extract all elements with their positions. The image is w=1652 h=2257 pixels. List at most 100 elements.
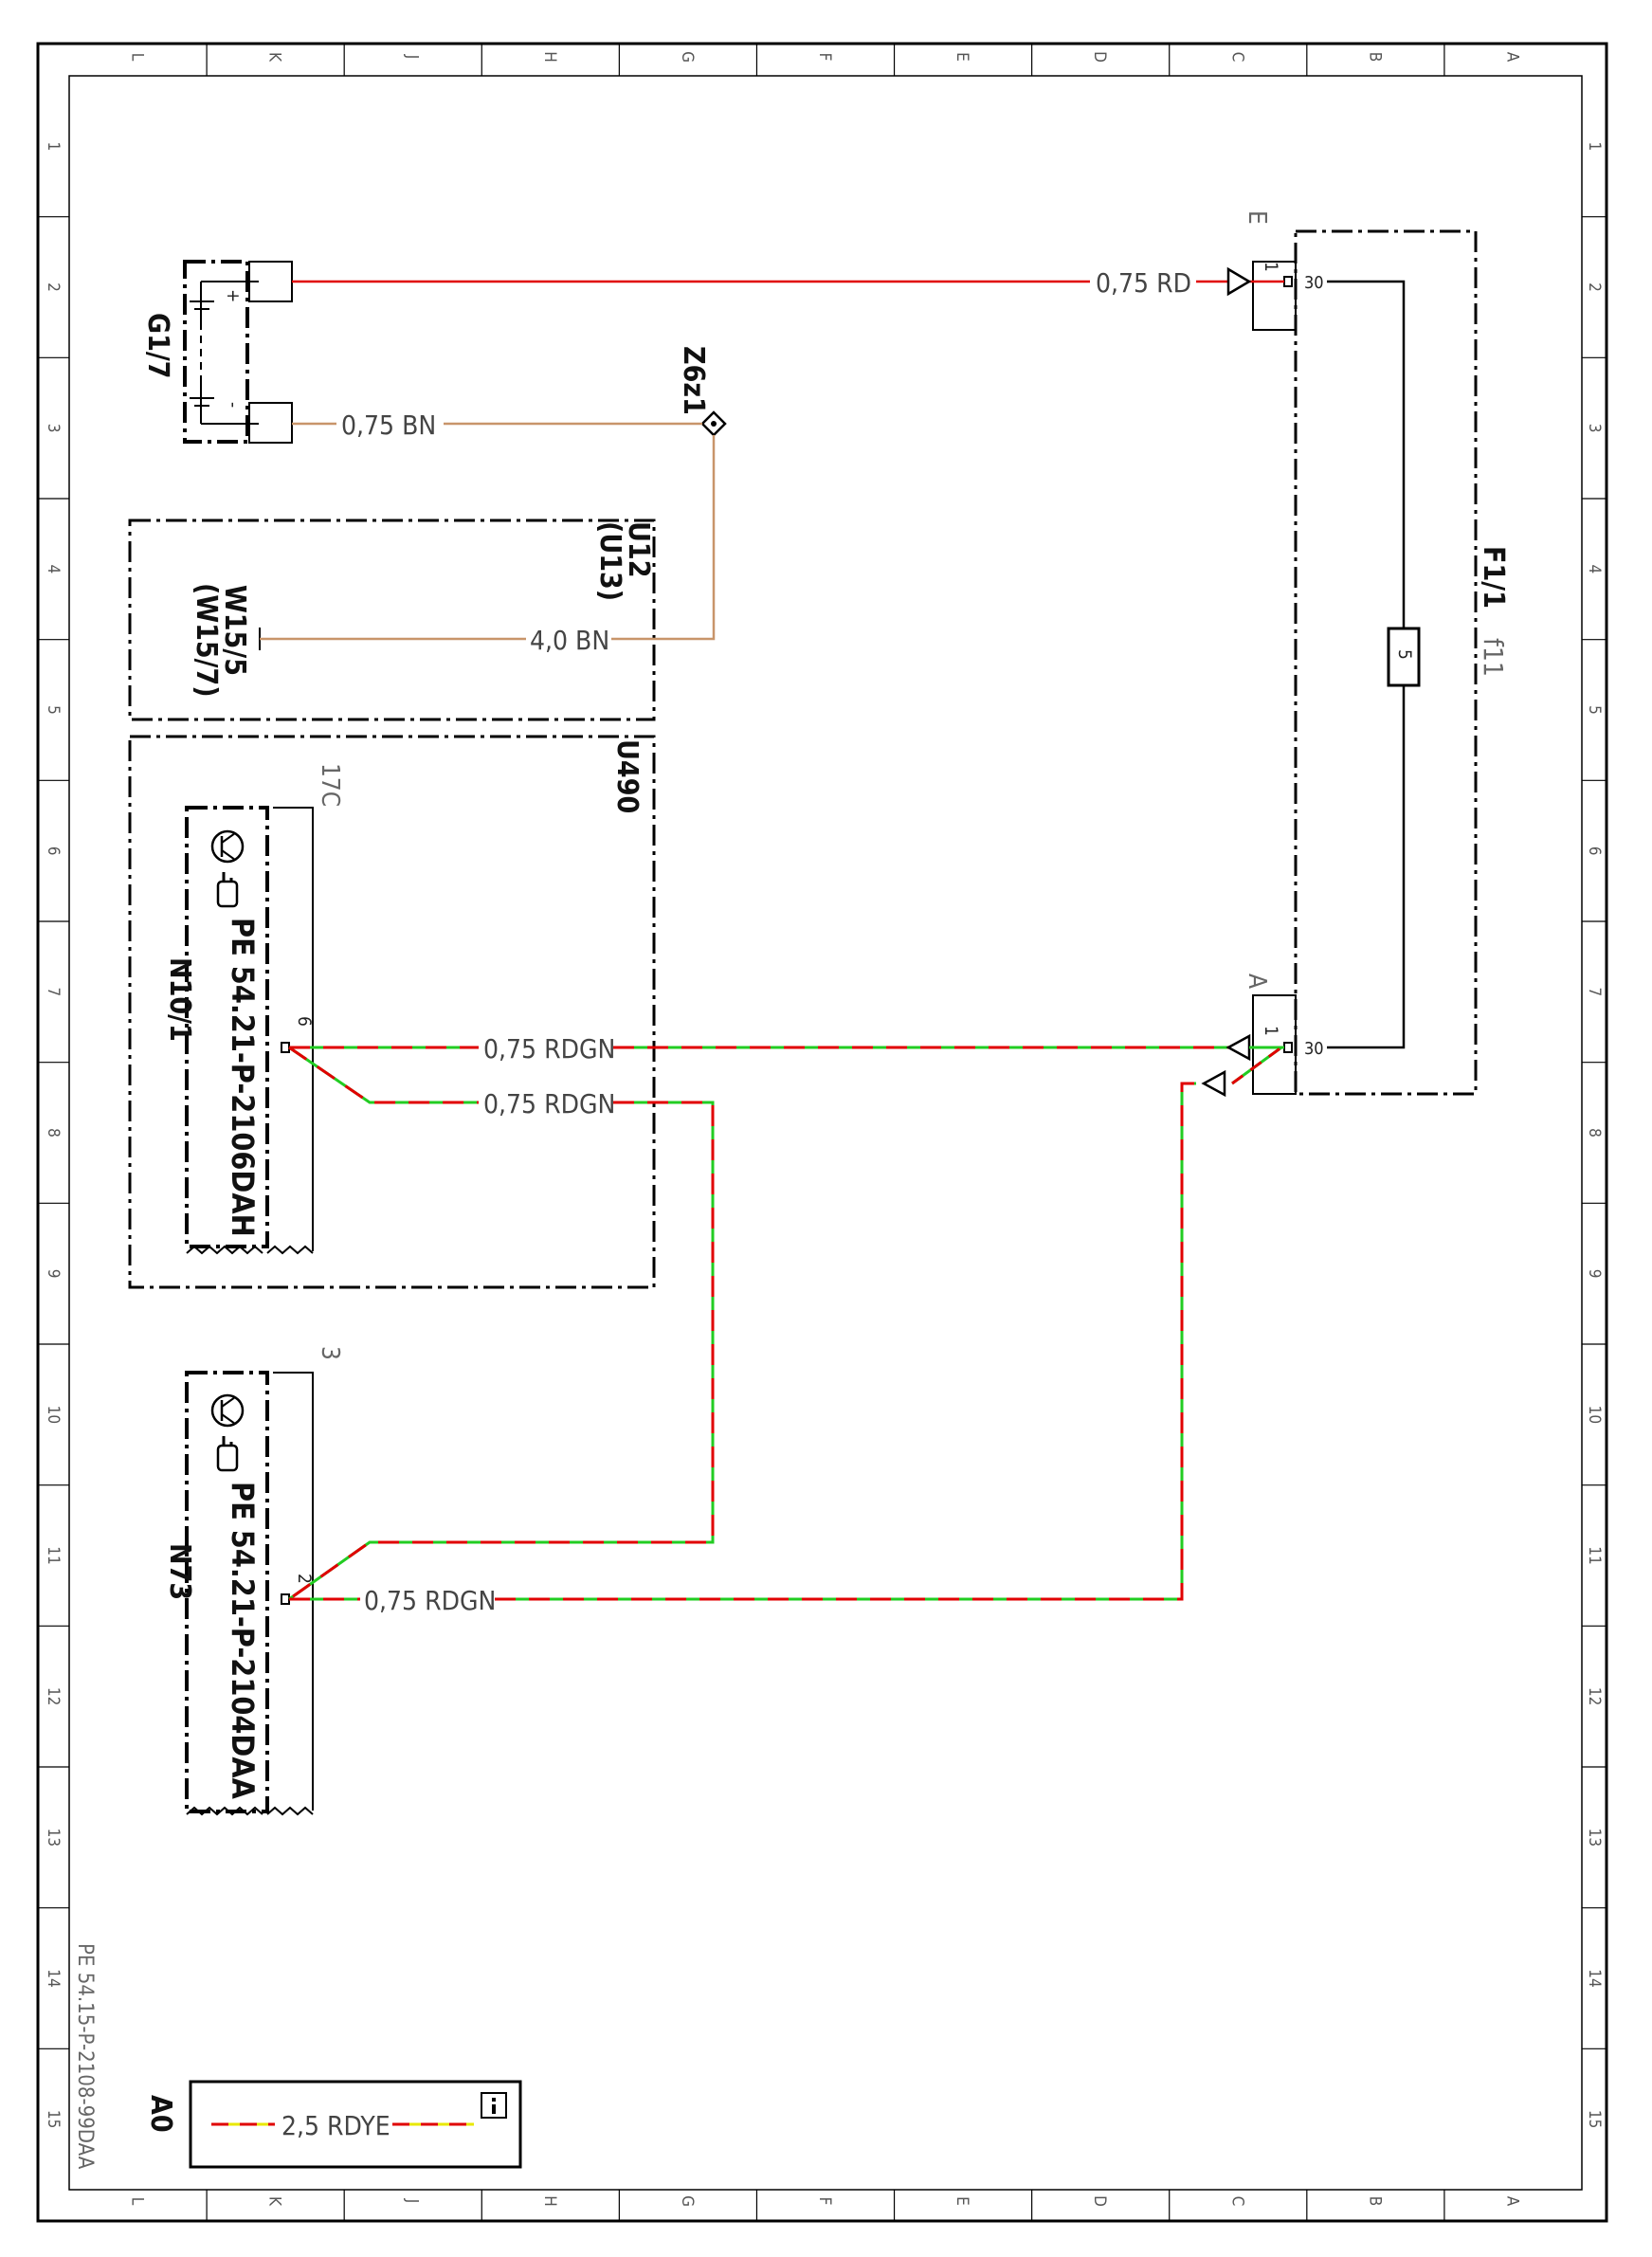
grid-label: 15 (1585, 2110, 1604, 2128)
legend-a0[interactable]: A0 2,5 RDYE (144, 2080, 522, 2169)
n10-box (185, 806, 269, 1248)
wire-rdgn-3-label: 0,75 RDGN (364, 1585, 496, 1616)
grid-label: C (1227, 52, 1246, 63)
wire-rdgn-3-arrow (1201, 1069, 1226, 1098)
wire-rdgn-2-label: 0,75 RDGN (483, 1088, 615, 1119)
grid-label: 9 (44, 1269, 63, 1279)
grid-label: K (265, 2196, 284, 2207)
grid-label: 14 (44, 1969, 63, 1987)
module-u490[interactable]: U490 (128, 735, 656, 1289)
module-u490-label: U490 (610, 739, 644, 813)
grid-label: 6 (1585, 846, 1604, 856)
battery-minus-sign: - (223, 402, 244, 408)
n10-label: N10/1 (163, 957, 196, 1042)
grid-lines (38, 44, 1607, 2221)
grid-label: 7 (44, 987, 63, 996)
battery-box (183, 260, 249, 444)
fuse-pin-bottom-mark (1283, 1042, 1293, 1053)
grid-label: 2 (1585, 282, 1604, 292)
grid-label: 1 (44, 141, 63, 151)
grid-label: 9 (1585, 1269, 1604, 1279)
n73-plug-label: 3 (316, 1346, 344, 1360)
control-unit-n10-1[interactable]: 17C PE 54.21-P-2106DAH N10/1 6 (163, 763, 344, 1255)
battery-plus-sign: + (223, 289, 244, 302)
battery-g1-7[interactable]: + - G1/7 (141, 260, 293, 444)
grid-label: 11 (1585, 1546, 1604, 1564)
n73-box (185, 1371, 269, 1813)
grid-label: 12 (44, 1687, 63, 1705)
fuse-f11 (1387, 627, 1421, 687)
n73-pin-label: 2 (294, 1574, 315, 1584)
grid-label: B (1365, 52, 1384, 63)
fuse-connector-e (1252, 261, 1297, 331)
wire-rdgn-3 (289, 1046, 1282, 1601)
grid-label: 2 (44, 282, 63, 292)
module-u13-label: (U13) (593, 521, 626, 601)
module-u12-box (128, 519, 656, 721)
n73-pin (281, 1593, 290, 1605)
legend-code: A0 (144, 2095, 177, 2133)
ground-point-z6z1[interactable]: Z6z1 (677, 346, 727, 437)
n10-wavy-edge (186, 1245, 314, 1255)
n10-reference: PE 54.21-P-2106DAH (225, 918, 261, 1237)
ground-dot (711, 421, 717, 427)
fuse-rating: 5 (1394, 649, 1415, 660)
grid-label: 15 (44, 2110, 63, 2128)
wire-brown-thick-right (611, 435, 716, 641)
grid-label: 7 (1585, 987, 1604, 996)
n73-label: N73 (163, 1543, 196, 1600)
grid-label: F (815, 2197, 834, 2206)
grid-label: K (265, 52, 284, 63)
grid-label: L (128, 53, 147, 62)
grid-label: D (1090, 51, 1109, 63)
grid-label: L (128, 2197, 147, 2206)
grid-label: 10 (1585, 1406, 1604, 1424)
fuse-conn-a-label: A (1243, 974, 1271, 989)
outer-frame (36, 42, 1608, 2223)
grid-label: 11 (44, 1546, 63, 1564)
grid-label: 1 (1585, 141, 1604, 151)
n73-wavy-edge (186, 1806, 314, 1816)
wire-rdgn-2 (288, 1046, 715, 1601)
fuse-pin-top-mark (1283, 276, 1293, 287)
transistor-icon (210, 829, 245, 864)
wire-rdgn-1-label: 0,75 RDGN (483, 1033, 615, 1065)
grid-label: H (540, 2195, 559, 2207)
n73-reference: PE 54.21-P-2104DAA (225, 1482, 261, 1800)
module-u12[interactable]: U12 (U13) W15/5 (W15/7) (128, 519, 656, 721)
fuse-box-label: F1/1 (1477, 546, 1510, 609)
grid-label: F (815, 53, 834, 62)
grid-label: 8 (44, 1128, 63, 1138)
grid-label: 12 (1585, 1687, 1604, 1705)
fuse-box-f1-1[interactable]: E A 1 1 30 30 5 F1/1 f11 (1243, 210, 1510, 1096)
fuse-pin-30-top: 30 (1304, 273, 1324, 293)
grid-label: 5 (1585, 705, 1604, 715)
fuse-f11-label: f11 (1478, 638, 1509, 677)
pointing-hand-icon (216, 1436, 239, 1472)
wire-rdgn-1-arrow (1225, 1033, 1251, 1062)
n10-plug-label: 17C (316, 763, 344, 807)
grid-label: 5 (44, 705, 63, 715)
grid-label: 13 (1585, 1829, 1604, 1847)
grid-label: G (678, 51, 697, 63)
fuse-connector-a (1252, 994, 1297, 1095)
grid-label: 13 (44, 1829, 63, 1847)
grid-label: 6 (44, 846, 63, 856)
grid-label: E (953, 52, 971, 62)
grid-label: 10 (44, 1406, 63, 1424)
document-reference: PE 54.15-P-2108-99DAA (73, 1943, 97, 2170)
grid-label: 3 (44, 424, 63, 433)
grid-label: E (953, 2196, 971, 2206)
control-unit-n73[interactable]: 3 PE 54.21-P-2104DAA N73 2 (163, 1346, 344, 1816)
transistor-icon (210, 1393, 245, 1428)
grid-label: 4 (44, 564, 63, 573)
grid-label: G (678, 2195, 697, 2207)
info-icon[interactable] (481, 2092, 507, 2119)
grid-label: A (1502, 2196, 1521, 2207)
fuse-box-outline (1294, 229, 1478, 1096)
grid-label: A (1502, 52, 1521, 63)
grid-label: B (1365, 2196, 1384, 2207)
